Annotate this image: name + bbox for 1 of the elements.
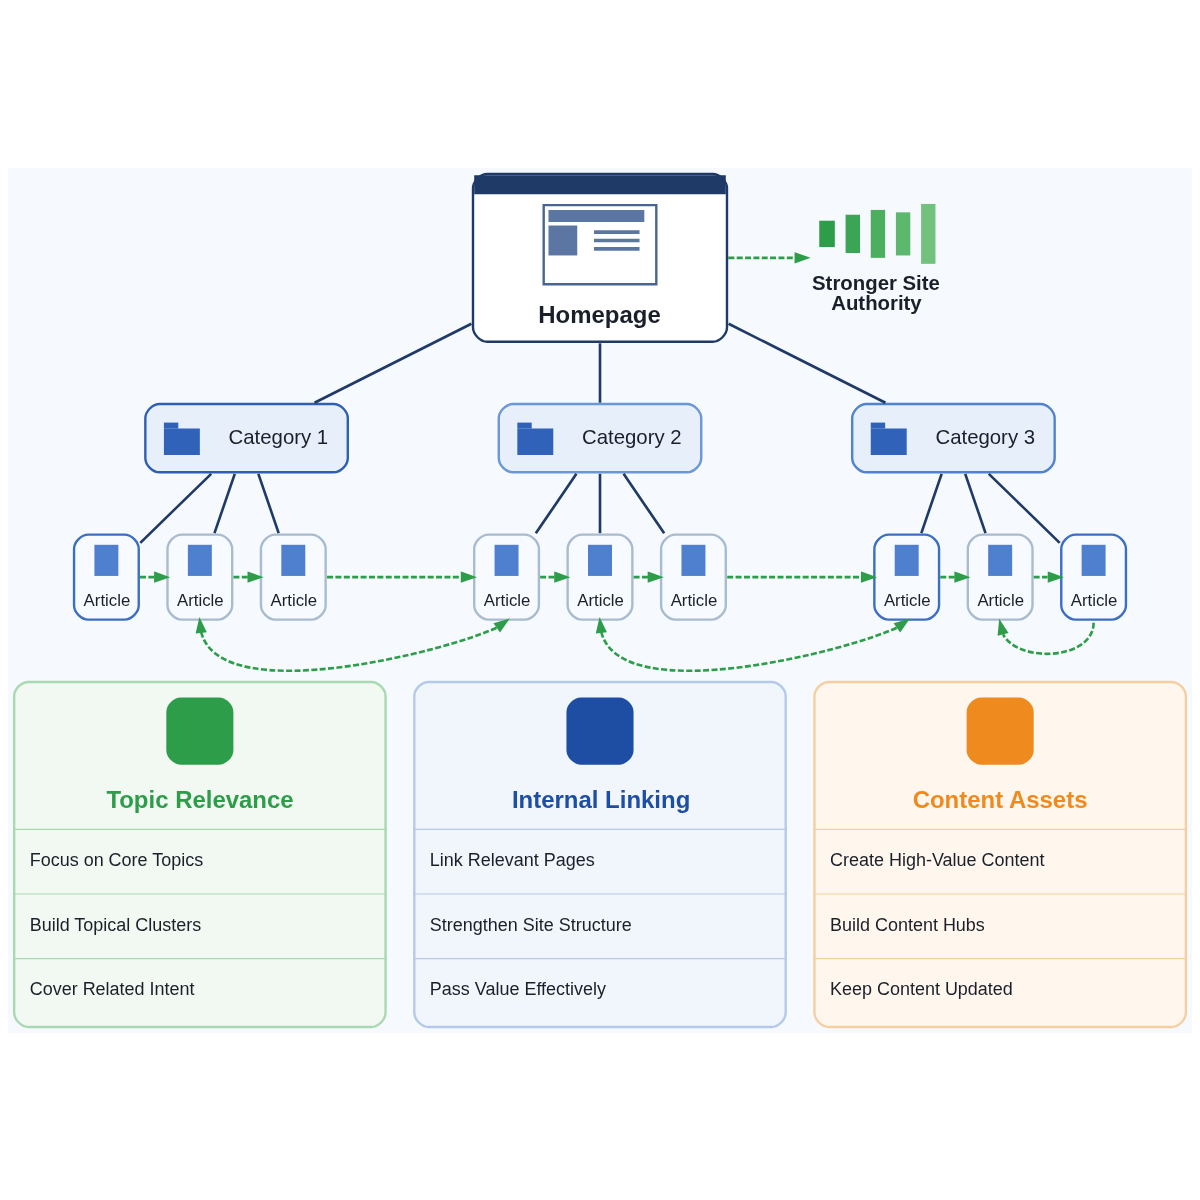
node-label: Stronger Site Authority	[812, 271, 940, 314]
